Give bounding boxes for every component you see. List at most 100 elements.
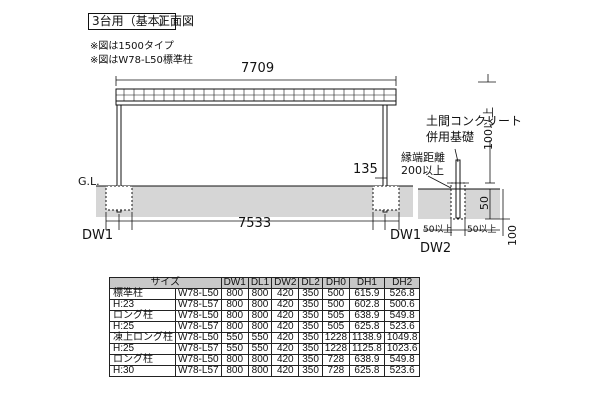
table-row: ロング柱 W78-L50 800 800 420 350 728 638.9 5… (109, 354, 421, 366)
size-cell: W78-L50 (175, 332, 222, 344)
table-cell: 800 (220, 321, 249, 333)
right-footing (372, 185, 400, 211)
table-cell: 350 (298, 354, 323, 366)
table-cell: 800 (220, 288, 249, 300)
table-cell: 800 (220, 299, 249, 311)
col-dh2: DH2 (383, 277, 421, 289)
bottom-dimension-line (105, 212, 400, 230)
table-cell: 500 (321, 299, 351, 311)
table-row: 凍上ロング柱 W78-L50 550 550 420 350 1228 1138… (109, 332, 421, 344)
table-cell: 638.9 (349, 310, 385, 322)
table-cell: 350 (298, 332, 323, 344)
post-height-label: H:23 (109, 299, 176, 311)
plan-type-label: 3台用（基本） (88, 13, 176, 30)
ground-band (96, 186, 413, 217)
col-dw2: DW2 (271, 277, 300, 289)
dimension-table: サイズ DW1 DL1 DW2 DL2 DH0 DH1 DH2 標準柱 W78-… (109, 277, 421, 377)
table-cell: 1228 (321, 332, 351, 344)
post-height-label: H:30 (109, 365, 176, 377)
dw1-left-label: DW1 (82, 228, 114, 243)
col-dw1: DW1 (220, 277, 249, 289)
edge-distance-value: 200以上 (401, 164, 444, 177)
note-1: ※図は1500タイプ (90, 41, 174, 52)
size-cell: W78-L50 (175, 288, 222, 300)
table-cell: 350 (298, 321, 323, 333)
left-footing (105, 185, 133, 211)
ground-level-label: G.L. (78, 175, 100, 188)
depth-50-label: 50 (478, 196, 491, 210)
table-cell: 420 (271, 343, 300, 355)
size-cell: W78-L50 (175, 354, 222, 366)
table-cell: 638.9 (349, 354, 385, 366)
table-cell: 523.6 (383, 321, 421, 333)
table-cell: 523.6 (383, 365, 421, 377)
table-cell: 500.6 (383, 299, 421, 311)
table-cell: 1138.9 (349, 332, 385, 344)
table-cell: 800 (247, 310, 273, 322)
post-type-label: ロング柱 (109, 354, 176, 366)
col-dl1: DL1 (247, 277, 273, 289)
dw1-right-label: DW1 (390, 228, 422, 243)
table-row: 標準柱 W78-L50 800 800 420 350 500 615.9 52… (109, 288, 421, 300)
post-span-label: 7533 (238, 216, 272, 231)
table-cell: 420 (271, 288, 300, 300)
slope-mark (478, 74, 496, 83)
col-dh1: DH1 (349, 277, 385, 289)
table-cell: 728 (321, 365, 351, 377)
table-cell: 800 (247, 288, 273, 300)
post-type-label: 凍上ロング柱 (109, 332, 176, 344)
table-cell: 625.8 (349, 365, 385, 377)
table-cell: 602.8 (349, 299, 385, 311)
table-cell: 800 (247, 365, 273, 377)
table-cell: 420 (271, 332, 300, 344)
right-post (382, 104, 388, 213)
table-cell: 1228 (321, 343, 351, 355)
table-cell: 800 (247, 354, 273, 366)
note-2: ※図はW78-L50標準柱 (90, 55, 193, 66)
table-cell: 1049.8 (383, 332, 421, 344)
table-cell: 615.9 (349, 288, 385, 300)
table-cell: 350 (298, 288, 323, 300)
table-row: H:25 W78-L57 800 800 420 350 505 625.8 5… (109, 321, 421, 333)
edge-50-left-label: 50以上 (423, 225, 453, 235)
edge-50-right-label: 50以上 (467, 225, 497, 235)
foundation-title-1: 土間コンクリート (426, 114, 523, 128)
table-cell: 526.8 (383, 288, 421, 300)
table-cell: 550 (220, 332, 249, 344)
left-post (116, 104, 122, 213)
top-dimension-line (115, 76, 397, 86)
depth-100-right-label: 100 (506, 225, 519, 246)
table-cell: 350 (298, 343, 323, 355)
depth-100-label: 100以上 (482, 107, 495, 150)
table-cell: 728 (321, 354, 351, 366)
roof-ribs (116, 89, 396, 101)
table-cell: 350 (298, 299, 323, 311)
table-cell: 550 (247, 343, 273, 355)
table-cell: 500 (321, 288, 351, 300)
table-cell: 1023.6 (383, 343, 421, 355)
size-cell: W78-L57 (175, 365, 222, 377)
size-cell: W78-L57 (175, 299, 222, 311)
table-cell: 350 (298, 310, 323, 322)
table-row: ロング柱 W78-L50 800 800 420 350 505 638.9 5… (109, 310, 421, 322)
dw2-label: DW2 (420, 241, 452, 256)
overall-width-label: 7709 (241, 61, 275, 76)
table-cell: 420 (271, 310, 300, 322)
view-title: 正面図 (158, 14, 195, 28)
table-row: H:30 W78-L57 800 800 420 350 728 625.8 5… (109, 365, 421, 377)
post-type-label: ロング柱 (109, 310, 176, 322)
roof-beam (115, 100, 397, 106)
table-cell: 420 (271, 365, 300, 377)
foundation-detail (418, 140, 510, 236)
table-cell: 1125.8 (349, 343, 385, 355)
post-height-label: H:25 (109, 321, 176, 333)
table-cell: 800 (220, 310, 249, 322)
table-cell: 420 (271, 321, 300, 333)
table-cell: 505 (321, 321, 351, 333)
table-cell: 549.8 (383, 354, 421, 366)
table-cell: 625.8 (349, 321, 385, 333)
table-cell: 420 (271, 299, 300, 311)
table-header-row: サイズ DW1 DL1 DW2 DL2 DH0 DH1 DH2 (109, 277, 421, 289)
table-cell: 550 (247, 332, 273, 344)
